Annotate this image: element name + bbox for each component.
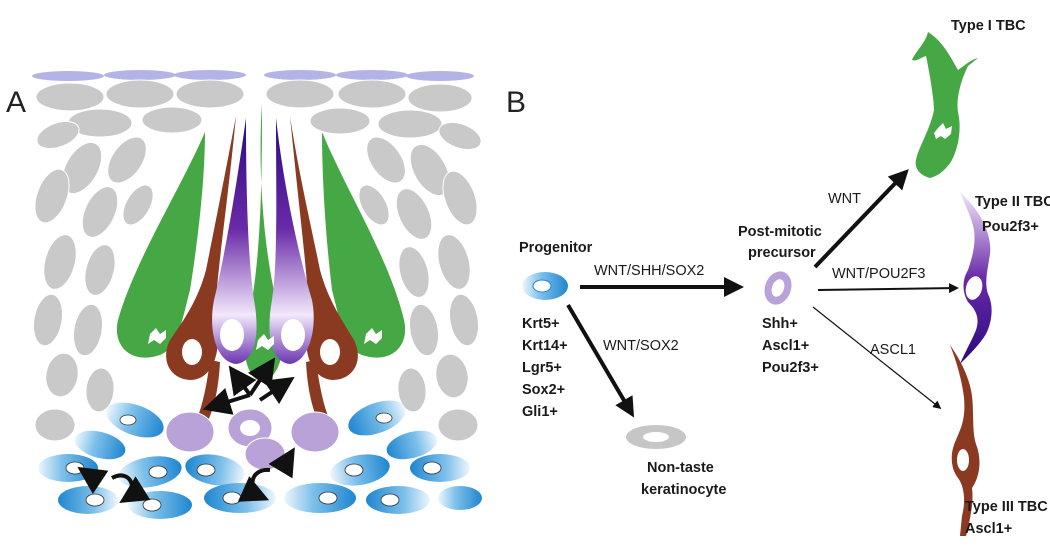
type3-marker: Ascl1+: [965, 521, 1012, 537]
surface-cells: [32, 70, 474, 81]
lineage-arrows: [77, 357, 295, 503]
arrow-prog-to-kera: [566, 303, 635, 418]
type2-marker: Pou2f3+: [982, 219, 1039, 235]
precursor-markers: Shh+ Ascl1+ Pou2f3+: [762, 316, 819, 376]
progenitor-marker: Lgr5+: [522, 360, 562, 376]
progenitor-markers: Krt5+ Krt14+ Lgr5+ Sox2+ Gli1+: [522, 316, 568, 420]
arrow-prec-to-type1: [813, 169, 909, 269]
type2-tbc-cell: [960, 192, 992, 364]
precursor-marker: Ascl1+: [762, 338, 809, 354]
progenitor-marker: Sox2+: [522, 382, 565, 398]
keratinocyte-title-line1: Non-taste: [647, 460, 714, 476]
pathway-prec-to-type1: WNT: [828, 191, 861, 207]
panel-a-label: A: [6, 86, 26, 119]
panel-b-label: B: [506, 86, 526, 119]
arrow-prec-to-type3: [812, 306, 942, 410]
precursor-marker: Shh+: [762, 316, 798, 332]
type3-tbc-cell: [950, 345, 980, 536]
precursor-marker: Pou2f3+: [762, 360, 819, 376]
keratinocyte-cell: [626, 425, 686, 449]
precursor-title-line2: precursor: [748, 245, 816, 261]
progenitor-title: Progenitor: [519, 240, 593, 256]
taste-receptor-cells: [116, 104, 406, 436]
type2-title: Type II TBC: [975, 194, 1050, 210]
type3-title: Type III TBC: [965, 499, 1048, 515]
basal-cell-nuclei: [65, 412, 442, 512]
precursor-cell: [764, 271, 792, 305]
progenitor-marker: Gli1+: [522, 404, 558, 420]
type1-title: Type I TBC: [951, 18, 1026, 34]
progenitor-marker: Krt14+: [522, 338, 568, 354]
pathway-prec-to-type2: WNT/POU2F3: [832, 266, 925, 282]
pathway-prec-to-type3: ASCL1: [870, 342, 916, 358]
precursor-title-line1: Post-mitotic: [738, 224, 822, 240]
progenitor-cell: [522, 272, 568, 300]
pathway-prog-to-kera: WNT/SOX2: [603, 338, 679, 354]
panel-a-illustration: [32, 70, 482, 519]
pathway-prog-to-prec: WNT/SHH/SOX2: [594, 263, 704, 279]
progenitor-marker: Krt5+: [522, 316, 559, 332]
type1-tbc-cell: [912, 32, 978, 178]
keratinocyte-cells: [32, 79, 482, 442]
arrow-prec-to-type2: [817, 283, 959, 294]
keratinocyte-title-line2: keratinocyte: [641, 482, 726, 498]
